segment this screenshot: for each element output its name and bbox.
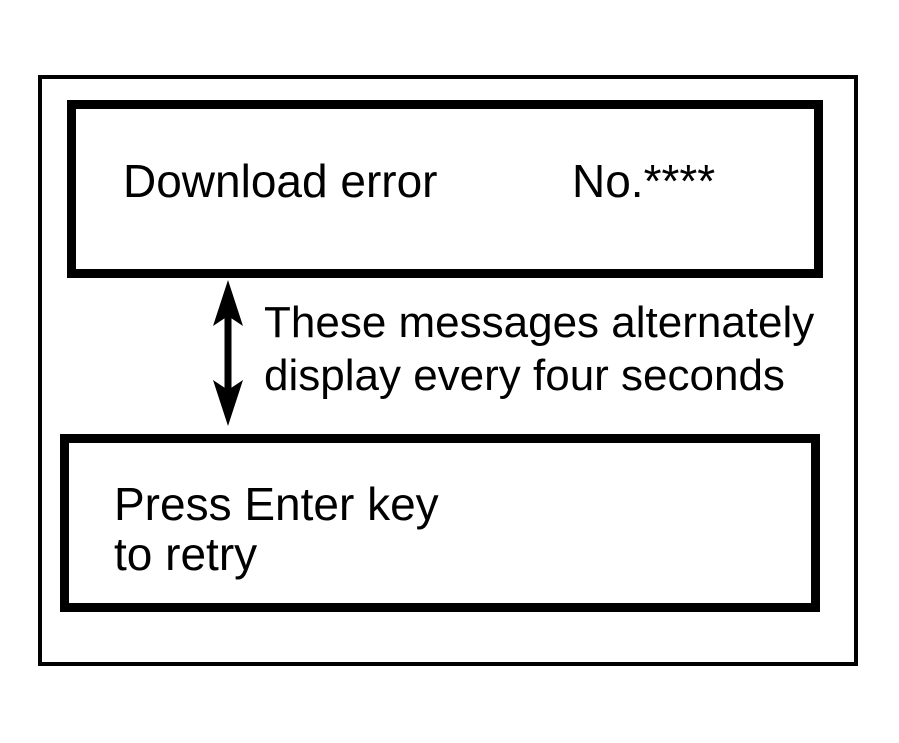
annotation-line-2: display every four seconds <box>264 351 785 400</box>
press-enter-text: Press Enter key to retry <box>114 479 439 579</box>
download-error-text: Download error <box>123 155 438 207</box>
error-number-text: No.**** <box>572 155 716 207</box>
double-headed-arrow-icon <box>210 280 246 426</box>
message-box-press-enter: Press Enter key to retry <box>60 434 820 612</box>
press-enter-line-1: Press Enter key <box>114 478 439 530</box>
message-box-download-error: Download error No.**** <box>67 100 823 278</box>
annotation-line-1: These messages alternately <box>264 298 815 347</box>
press-enter-line-2: to retry <box>114 528 258 580</box>
alternation-annotation: These messages alternately display every… <box>264 296 814 402</box>
